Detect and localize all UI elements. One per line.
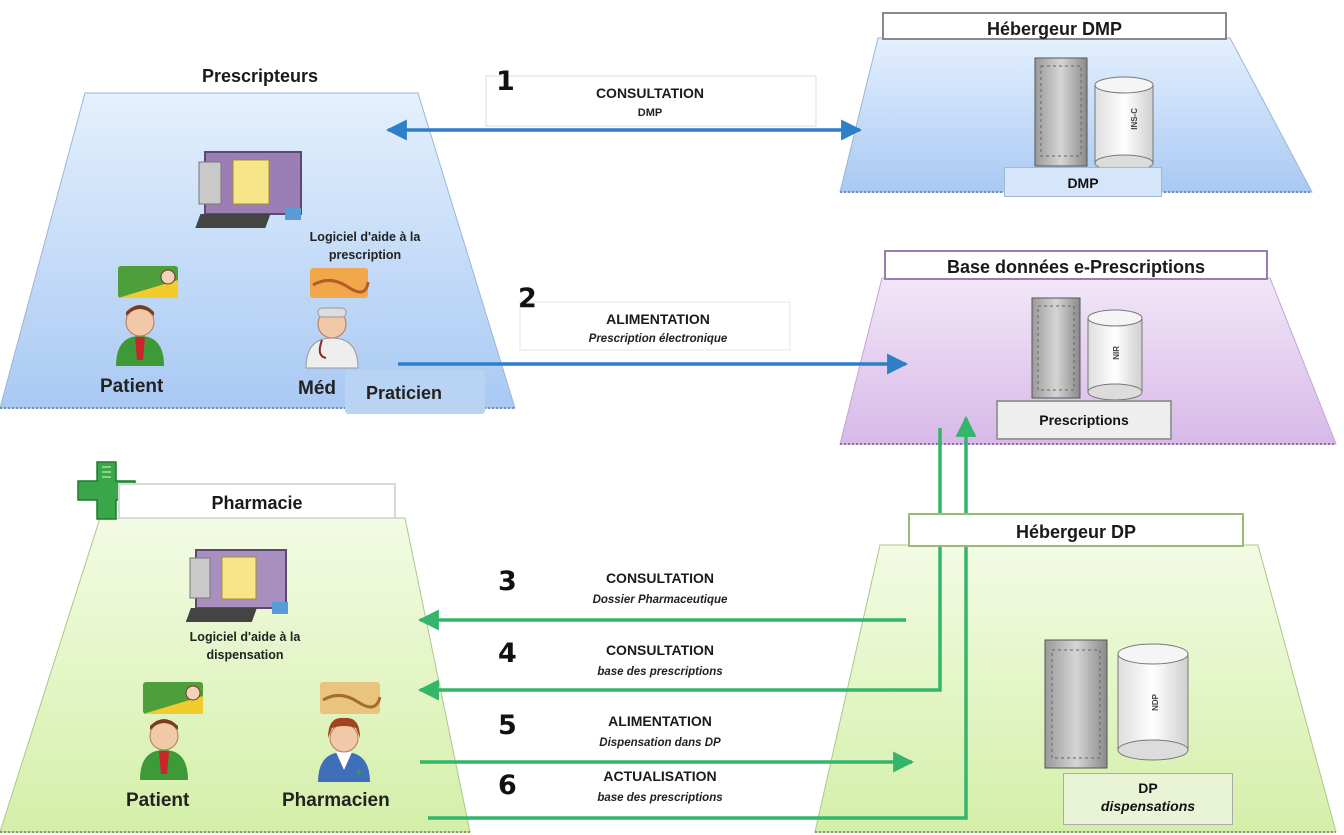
step-1-subtitle: DMP [637,107,663,119]
step-4-title: CONSULTATION [605,642,715,658]
dmp-database-icon [1094,76,1154,172]
medecin-avatar-icon [305,307,359,369]
dispensation-software-label-line1: Logiciel d'aide à la [189,630,301,644]
prescription-software-label-line2: prescription [328,248,402,263]
dmp-db-label: DMP [1004,167,1162,197]
step-1-panel [485,75,817,127]
patient-label: Patient [100,376,164,397]
step-6-number: 6 [498,770,517,801]
dispensation-software-label-line2: dispensation [206,648,284,663]
computer-icon [195,151,302,228]
pharmacy-cross-icon [77,461,136,520]
step-5-number: 5 [498,710,517,741]
prescription-software-label: Logiciel d'aide à la prescription [285,228,445,264]
step-1-title: CONSULTATION [595,85,705,101]
patient-avatar-icon [116,305,164,366]
step-3-number: 3 [498,566,517,597]
svg-text:+: + [356,768,362,779]
step-5-subtitle: Dispensation dans DP [599,737,721,749]
step-2-title: ALIMENTATION [606,311,710,327]
step-6-title: ACTUALISATION [603,768,717,784]
step-1-number: 1 [496,66,515,97]
patient-avatar-icon [140,719,188,780]
vitale-card-icon [143,682,203,714]
dispensation-software-label: Logiciel d'aide à la dispensation [165,628,325,664]
zone-title-prescripteurs: Prescripteurs [201,66,319,86]
pharmacien-avatar-icon: + [318,717,370,782]
step-3-title: CONSULTATION [605,570,715,586]
pharmacie-patient-label: Patient [126,790,190,811]
dp-cylinder-label: NDP [1151,694,1160,711]
step-6-arrow [428,415,977,820]
step-2-number: 2 [518,283,537,314]
zone-title-dmp-host: Hébergeur DMP [882,12,1227,40]
prescription-software-label-line1: Logiciel d'aide à la [309,230,421,244]
dp-db-label-box: DP dispensations [1063,773,1233,825]
praticien-tag [345,370,485,414]
cps-card-icon [310,268,370,298]
praticien-label: Praticien [366,383,443,403]
prescriptions-server-icon [1031,297,1081,399]
prescriptions-database-icon [1087,309,1143,401]
pharmacien-label: Pharmacien [282,790,390,811]
dp-db-sublabel: dispensations [1100,798,1196,814]
step-4-subtitle: base des prescriptions [597,666,723,678]
step-4-number: 4 [498,638,517,669]
dp-server-icon [1044,639,1108,769]
zone-title-dp-host: Hébergeur DP [908,513,1244,547]
step-5-title: ALIMENTATION [608,713,712,729]
step-3-subtitle: Dossier Pharmaceutique [592,594,728,606]
step-2-subtitle: Prescription électronique [588,333,728,345]
dp-database-icon [1117,643,1189,761]
dmp-server-icon [1034,57,1088,167]
computer-icon [185,549,288,622]
vitale-card-icon [118,266,178,298]
zone-title-pharmacie: Pharmacie [118,483,396,519]
zone-title-eprescriptions: Base données e-Prescriptions [884,250,1268,280]
step-2-panel [519,301,791,351]
prescriptions-cylinder-label: NIR [1112,346,1121,360]
prescriptions-db-label: Prescriptions [996,400,1172,440]
medecin-label: Méd [298,378,336,399]
cps-card-icon [320,682,382,714]
step-6-subtitle: base des prescriptions [597,792,723,804]
dmp-cylinder-label: INS-C [1130,108,1139,130]
dp-db-label: DP [1138,780,1158,796]
